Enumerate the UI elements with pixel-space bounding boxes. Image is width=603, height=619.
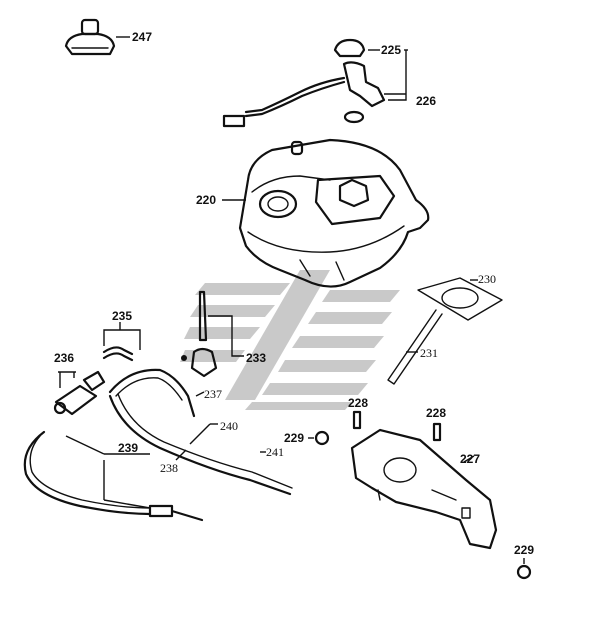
bracket-part: 227 xyxy=(350,428,498,550)
fuel-sender-part: 225 226 xyxy=(222,38,436,128)
label-229-b: 229 xyxy=(514,543,534,557)
label-241: 241 xyxy=(266,445,284,459)
throttle-cable-part: 239 xyxy=(23,430,204,522)
label-238: 238 xyxy=(160,461,178,475)
label-236: 236 xyxy=(54,351,74,365)
label-235: 235 xyxy=(112,309,132,323)
label-231: 231 xyxy=(420,346,438,360)
label-230: 230 xyxy=(478,272,496,286)
nut-229-b: 229 xyxy=(514,543,534,580)
label-247: 247 xyxy=(132,30,152,44)
label-240: 240 xyxy=(220,419,238,433)
label-229-a: 229 xyxy=(284,431,304,445)
label-237: 237 xyxy=(204,387,222,401)
label-228-a: 228 xyxy=(348,396,368,410)
hose-part: 235 xyxy=(102,309,141,362)
label-228-b: 228 xyxy=(426,406,446,420)
label-239: 239 xyxy=(118,441,138,455)
label-220: 220 xyxy=(196,193,216,207)
fuel-filter-part: 236 xyxy=(53,351,106,416)
gasket-part: 230 231 xyxy=(387,272,503,385)
cable-loop-part: 237 240 238 241 xyxy=(108,368,293,496)
bolt-228-b: 228 xyxy=(426,406,446,442)
fuel-cap-part: 247 xyxy=(64,18,152,56)
fuel-cock-part: 233 xyxy=(181,290,266,378)
label-226: 226 xyxy=(416,94,436,108)
nut-229-a: 229 xyxy=(284,430,330,446)
fuel-tank-part: 220 xyxy=(196,138,430,288)
label-227: 227 xyxy=(460,452,480,466)
label-233: 233 xyxy=(246,351,266,365)
label-225: 225 xyxy=(381,43,401,57)
bolt-228-a: 228 xyxy=(348,396,368,430)
